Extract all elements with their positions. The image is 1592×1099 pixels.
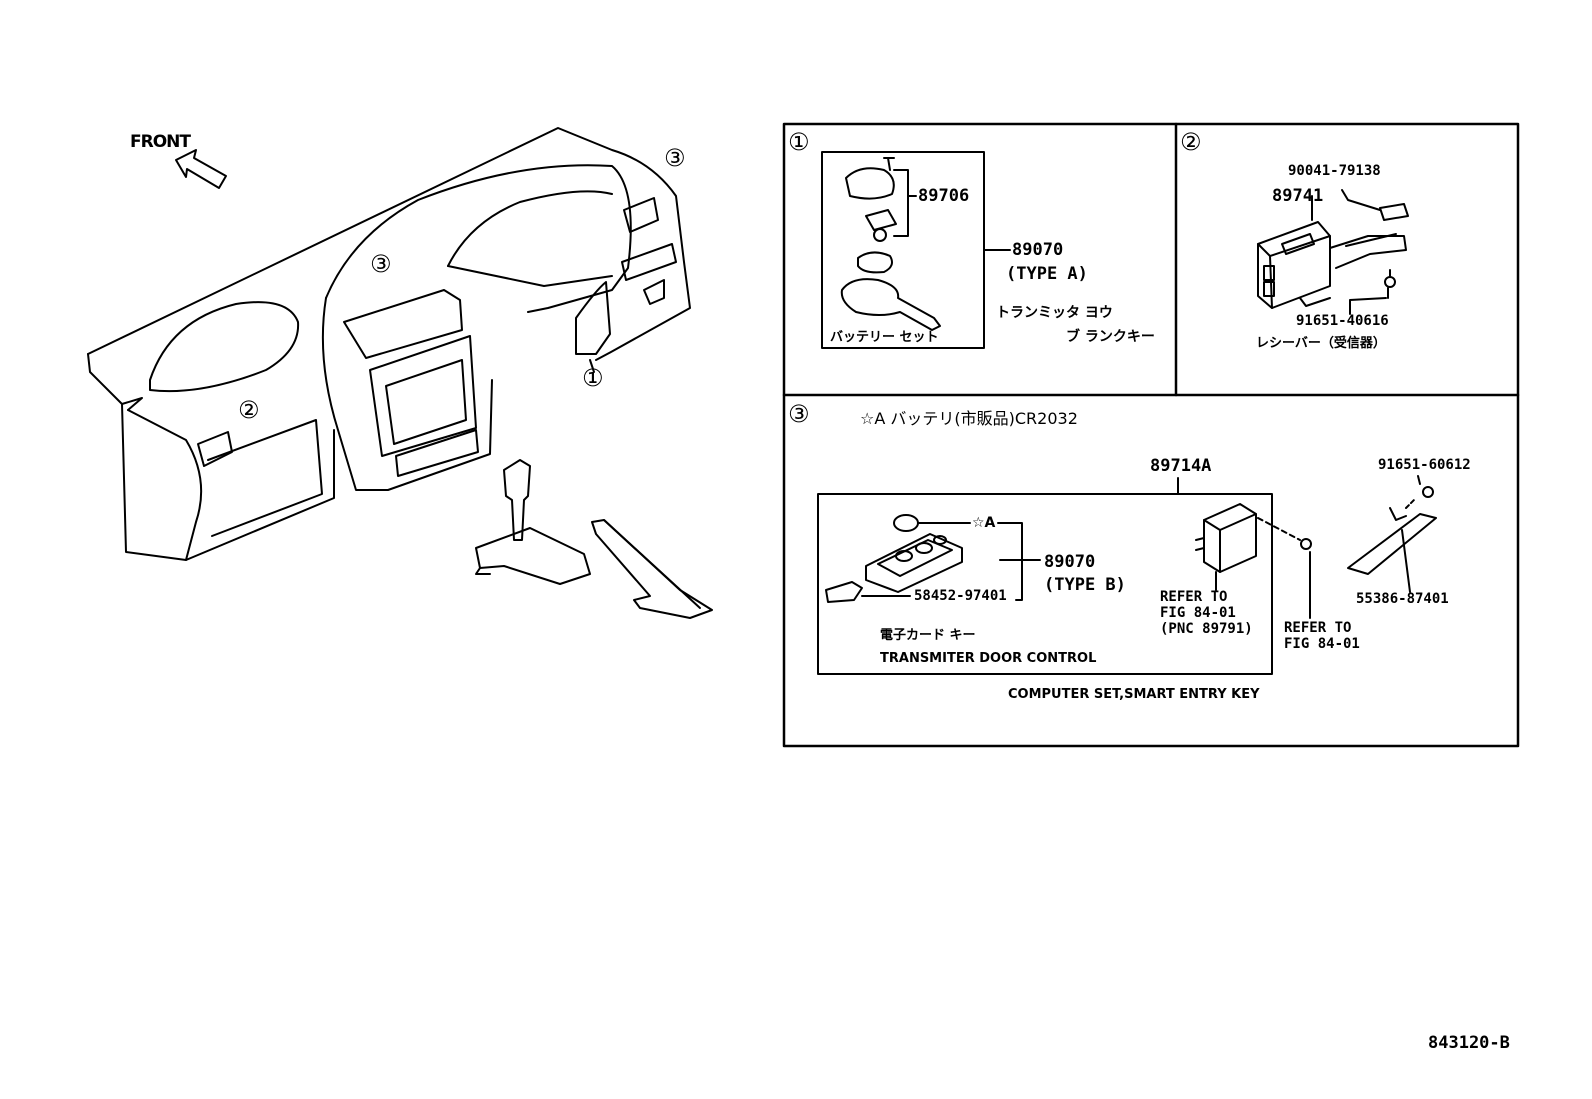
front-label: FRONT [130,132,191,152]
panel-1-drawing [821,151,1011,349]
panel-3-drawing [817,475,1437,675]
figure-code: 843120-B [1428,1033,1510,1053]
part-number-89070-type-a: 89070 [1012,240,1064,260]
refer-ecu-line1: REFER TO [1160,589,1228,605]
instrument-panel-illustration [87,127,713,619]
transmitter-blank-key-jp-line2: ブ ランクキー [1066,329,1155,345]
part-number-91651-60612: 91651-60612 [1378,457,1471,473]
transmitter-blank-key-jp-line1: トランミッタ ヨウ [996,305,1113,321]
part-number-58452-97401: 58452-97401 [914,588,1007,604]
type-a-label: (TYPE A) [1006,264,1088,284]
callout-2: ② [238,396,260,424]
battery-note: ☆A バッテリ(市販品)CR2032 [860,409,1078,428]
type-b-label: (TYPE B) [1044,575,1126,595]
part-number-89070-type-b: 89070 [1044,552,1096,572]
electronic-card-key-jp-label: 電子カード キー [880,628,976,643]
refer-nut-line1: REFER TO [1284,620,1352,636]
detail-panels-frame [782,122,1520,748]
panel-3-marker: ③ [788,400,810,428]
refer-ecu-line3: (PNC 89791) [1160,621,1253,637]
callout-3-top: ③ [664,144,686,172]
part-number-89741: 89741 [1272,186,1324,206]
transmitter-door-control-label: TRANSMITER DOOR CONTROL [880,651,1097,666]
panel-1-marker: ① [788,128,810,156]
part-number-90041-79138: 90041-79138 [1288,163,1381,179]
part-number-89714a: 89714A [1150,456,1212,476]
panel-2-marker: ② [1180,128,1202,156]
battery-star-a-marker: ☆A [972,515,996,531]
front-arrow-icon [175,149,227,189]
part-number-89706: 89706 [918,186,970,206]
part-number-55386-87401: 55386-87401 [1356,591,1449,607]
refer-ecu-line2: FIG 84-01 [1160,605,1236,621]
callout-3-mid: ③ [370,250,392,278]
refer-nut-line2: FIG 84-01 [1284,636,1360,652]
part-number-91651-40616: 91651-40616 [1296,313,1389,329]
receiver-label: レシーバー（受信器） [1256,336,1386,351]
panel-2-drawing [1257,189,1409,315]
callout-1: ① [582,364,604,392]
battery-set-label: バッテリー セット [830,330,939,345]
computer-set-smart-entry-key-label: COMPUTER SET,SMART ENTRY KEY [1008,687,1260,702]
